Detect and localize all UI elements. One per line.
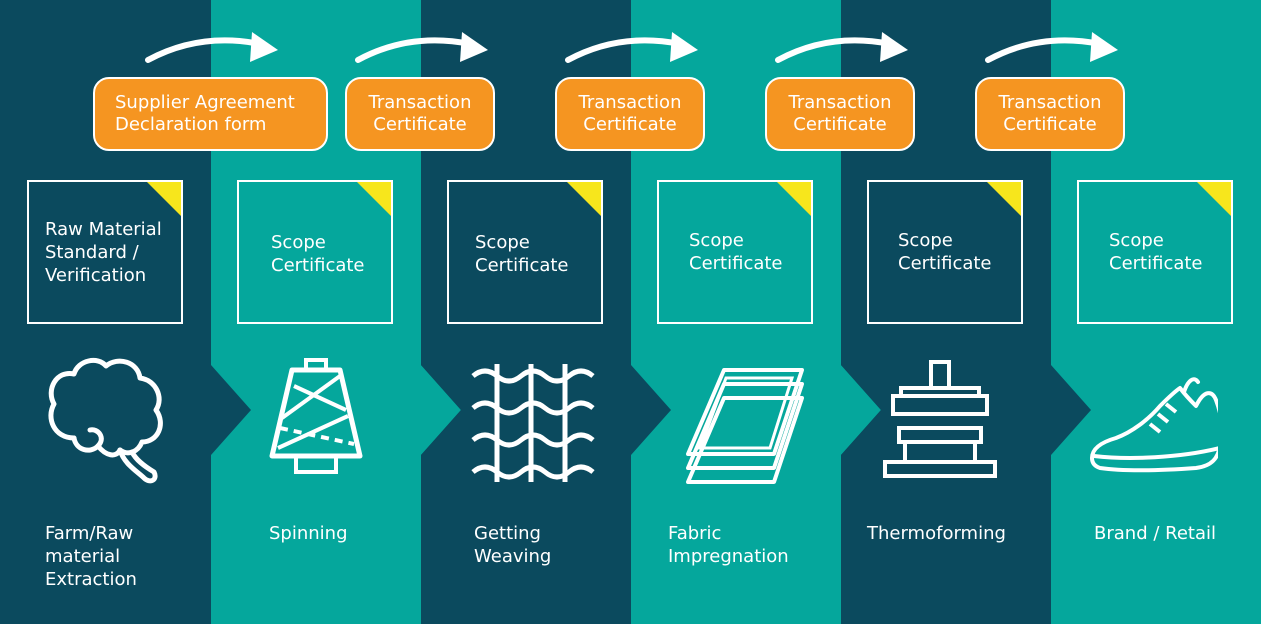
cert-pill-supplier-agreement: Supplier Agreement Declaration form [93, 77, 328, 151]
corner-tab [356, 182, 391, 217]
scope-box-weaving: Scope Certificate [447, 180, 603, 324]
standard-box-text: Scope Certificate [898, 229, 992, 275]
standard-line: Certificate [898, 253, 992, 274]
scope-box-retail: Scope Certificate [1077, 180, 1233, 324]
stage-label-line: Weaving [474, 546, 552, 567]
stage-label-line: Getting [474, 523, 541, 544]
scope-box-thermoforming: Scope Certificate [867, 180, 1023, 324]
standard-line: Scope [271, 232, 326, 253]
stage-label-line: Extraction [45, 569, 137, 590]
stage-label-line: Thermoforming [867, 523, 1006, 544]
stage-label-line: Impregnation [668, 546, 789, 567]
standard-line: Raw Material [45, 219, 162, 240]
band-5 [841, 0, 1091, 624]
standard-box-text: Scope Certificate [271, 231, 365, 277]
cert-pill-line: Supplier Agreement [115, 92, 295, 113]
stage-label-line: Farm/Raw [45, 523, 134, 544]
band-2 [211, 0, 461, 624]
standard-line: Certificate [475, 255, 569, 276]
flow-arrow-1 [145, 32, 278, 63]
stage-label-farm: Farm/Raw material Extraction [45, 522, 137, 591]
cotton-icon [48, 357, 163, 484]
stage-label-retail: Brand / Retail [1094, 522, 1216, 545]
stage-label-weaving: Getting Weaving [474, 522, 551, 568]
cert-pill-line: Transaction [368, 92, 472, 113]
standard-line: Certificate [271, 255, 365, 276]
standard-line: Certificate [689, 253, 783, 274]
standard-line: Certificate [1109, 253, 1203, 274]
weave-icon [471, 364, 595, 482]
stage-label-impregnation: Fabric Impregnation [668, 522, 789, 568]
cert-pill-transaction-3: Transaction Certificate [765, 77, 915, 151]
corner-tab [146, 182, 181, 217]
cert-pill-line: Transaction [578, 92, 682, 113]
standard-box-text: Scope Certificate [1109, 229, 1203, 275]
stage-label-line: Brand / Retail [1094, 523, 1216, 544]
corner-tab [986, 182, 1021, 217]
cert-pill-line: Transaction [998, 92, 1102, 113]
sneaker-icon [1090, 377, 1218, 473]
fabric-layers-icon [686, 368, 804, 484]
flow-arrow-5 [985, 32, 1118, 63]
yarn-cone-icon [269, 358, 363, 474]
press-machine-icon [883, 360, 997, 478]
cert-pill-transaction-1: Transaction Certificate [345, 77, 495, 151]
standard-box-text: Scope Certificate [689, 229, 783, 275]
cert-pill-transaction-2: Transaction Certificate [555, 77, 705, 151]
cert-pill-transaction-4: Transaction Certificate [975, 77, 1125, 151]
cert-pill-line: Transaction [788, 92, 892, 113]
standard-box-text: Raw Material Standard / Verification [45, 218, 162, 287]
cert-pill-line: Certificate [793, 114, 887, 135]
cert-pill-line: Certificate [1003, 114, 1097, 135]
corner-tab [776, 182, 811, 217]
standard-line: Verification [45, 265, 147, 286]
standard-line: Scope [689, 230, 744, 251]
corner-tab [1196, 182, 1231, 217]
cert-pill-line: Certificate [583, 114, 677, 135]
standard-line: Scope [898, 230, 953, 251]
standard-line: Scope [1109, 230, 1164, 251]
cert-pill-line: Declaration form [115, 114, 267, 135]
stage-label-line: Spinning [269, 523, 348, 544]
standard-line: Scope [475, 232, 530, 253]
standard-box-raw-material: Raw Material Standard / Verification [27, 180, 183, 324]
corner-tab [566, 182, 601, 217]
standard-box-text: Scope Certificate [475, 231, 569, 277]
standard-line: Standard / [45, 242, 139, 263]
flow-arrow-3 [565, 32, 698, 63]
stage-label-line: material [45, 546, 121, 567]
cert-pill-line: Certificate [373, 114, 467, 135]
scope-box-impregnation: Scope Certificate [657, 180, 813, 324]
scope-box-spinning: Scope Certificate [237, 180, 393, 324]
flow-arrow-4 [775, 32, 908, 63]
stage-label-thermoforming: Thermoforming [867, 522, 1006, 545]
stage-label-line: Fabric [668, 523, 722, 544]
flow-arrow-2 [355, 32, 488, 63]
stage-label-spinning: Spinning [269, 522, 348, 545]
